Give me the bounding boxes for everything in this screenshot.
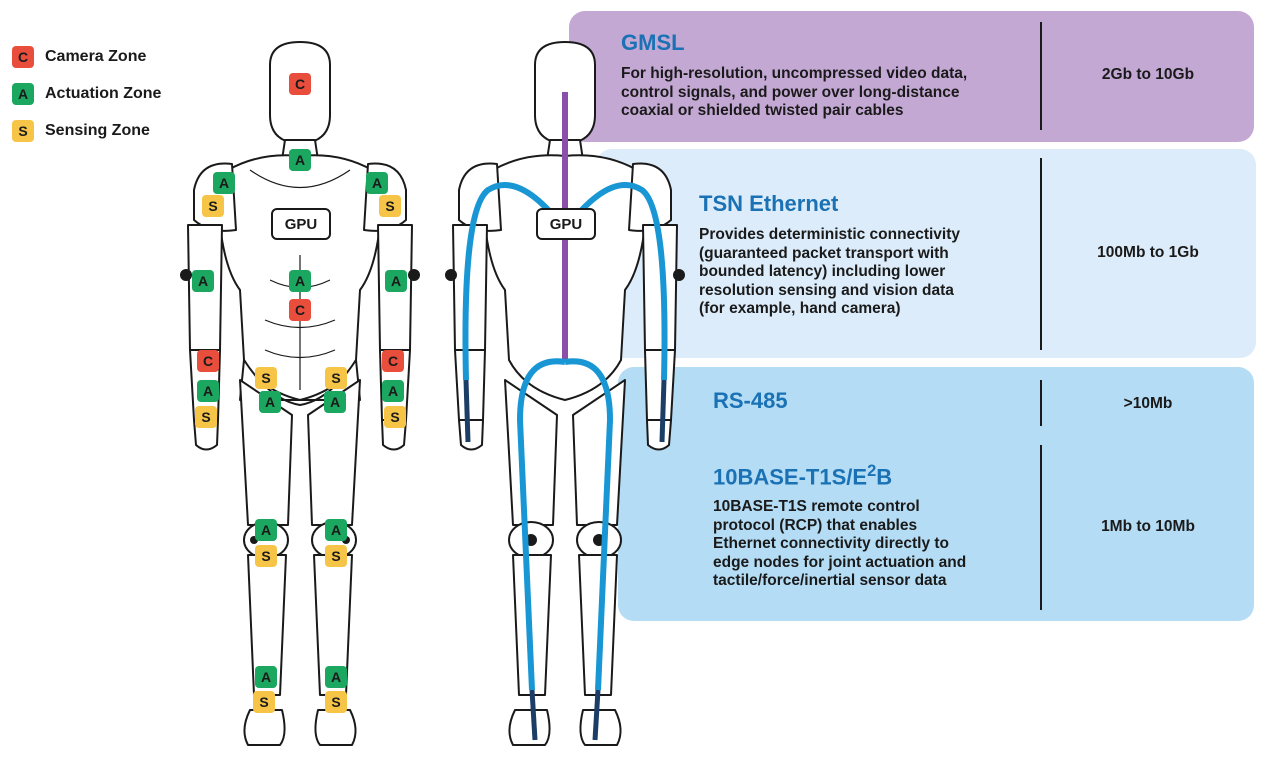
tsn-panel [596, 149, 1256, 358]
actuation-zone-badge: A [255, 519, 277, 541]
actuation-zone-swatch: A [12, 82, 34, 105]
camera-zone-badge: C [197, 350, 219, 372]
description-line: resolution sensing and vision data [699, 281, 954, 299]
tsn-rate: 100Mb to 1Gb [1097, 244, 1199, 261]
rs485-divider [1040, 380, 1042, 426]
sensing-zone-badge: S [384, 406, 406, 428]
t1s-title: 10BASE-T1S/E2B [713, 462, 892, 490]
camera-zone-swatch: C [12, 45, 34, 68]
description-line: Provides deterministic connectivity [699, 226, 961, 243]
sensing-zone-badge: S [202, 195, 224, 217]
actuation-zone-badge: A [325, 519, 347, 541]
description-line: Ethernet connectivity directly to [713, 535, 949, 552]
description-line: edge nodes for joint actuation and [713, 553, 967, 571]
tsn-title: TSN Ethernet [699, 191, 839, 216]
tsn-description: Provides deterministic connectivity (gua… [699, 226, 960, 319]
actuation-zone-badge: A [325, 666, 347, 688]
sensing-zone-badge: S [379, 195, 401, 217]
actuation-zone-badge: A [324, 391, 346, 413]
t1s-rate: 1Mb to 10Mb [1101, 518, 1195, 535]
actuation-zone-badge: A [385, 270, 407, 292]
gmsl-title: GMSL [621, 30, 685, 55]
t1s-title-prefix: 10BASE-T1S/E [713, 464, 868, 490]
actuation-zone-badge: A [366, 172, 388, 194]
sensing-zone-badge: S [325, 545, 347, 567]
t1s-description: 10BASE-T1S remote control protocol (RCP)… [713, 498, 966, 591]
actuation-zone-badge: A [197, 380, 219, 402]
description-line: protocol (RCP) that enables [713, 516, 918, 534]
rs485-title: RS-485 [713, 388, 788, 413]
sensing-zone-swatch: S [12, 119, 34, 142]
actuation-zone-badge: A [259, 391, 281, 413]
description-line: bounded latency) including lower [699, 263, 946, 280]
low-speed-panel [618, 367, 1254, 621]
sensing-zone-badge: S [325, 691, 347, 713]
gmsl-rate: 2Gb to 10Gb [1101, 66, 1195, 83]
tsn-divider [1040, 158, 1042, 350]
actuation-zone-badge: A [255, 666, 277, 688]
actuation-zone-badge: A [289, 270, 311, 292]
camera-zone-badge: C [289, 299, 311, 321]
gmsl-divider [1040, 22, 1042, 130]
legend-item-actuation: A Actuation Zone [12, 75, 161, 112]
description-line: coaxial or shielded twisted pair cables [621, 102, 904, 119]
sensing-zone-badge: S [325, 367, 347, 389]
description-line: (guaranteed packet transport with [699, 244, 949, 262]
sensing-zone-badge: S [255, 367, 277, 389]
actuation-zone-badge: A [192, 270, 214, 292]
legend-item-sensing: S Sensing Zone [12, 112, 161, 149]
actuation-zone-badge: A [382, 380, 404, 402]
description-line: 10BASE-T1S remote control [713, 498, 920, 515]
sensing-zone-badge: S [195, 406, 217, 428]
camera-zone-badge: C [289, 73, 311, 95]
description-line: (for example, hand camera) [699, 300, 901, 317]
sensing-zone-badge: S [255, 545, 277, 567]
humanoid-network-figure [445, 41, 685, 746]
t1s-title-sup: 2 [867, 462, 877, 480]
gmsl-description: For high-resolution, uncompressed video … [621, 65, 967, 121]
zone-legend: C Camera Zone A Actuation Zone S Sensing… [12, 38, 161, 149]
camera-zone-badge: C [382, 350, 404, 372]
description-line: For high-resolution, uncompressed video … [621, 65, 968, 82]
actuation-zone-badge: A [213, 172, 235, 194]
legend-label: Sensing Zone [45, 121, 150, 139]
actuation-zone-badge: A [289, 149, 311, 171]
t1s-divider [1040, 445, 1042, 610]
gpu-box-left: GPU [271, 208, 331, 240]
gmsl-panel [569, 11, 1254, 142]
description-line: control signals, and power over long-dis… [621, 83, 960, 101]
description-line: tactile/force/inertial sensor data [713, 572, 947, 589]
legend-item-camera: C Camera Zone [12, 38, 161, 75]
gpu-box-right: GPU [536, 208, 596, 240]
t1s-title-suffix: B [876, 464, 893, 490]
legend-label: Actuation Zone [45, 84, 162, 102]
sensing-zone-badge: S [253, 691, 275, 713]
legend-label: Camera Zone [45, 47, 147, 65]
rs485-rate: >10Mb [1123, 395, 1173, 412]
